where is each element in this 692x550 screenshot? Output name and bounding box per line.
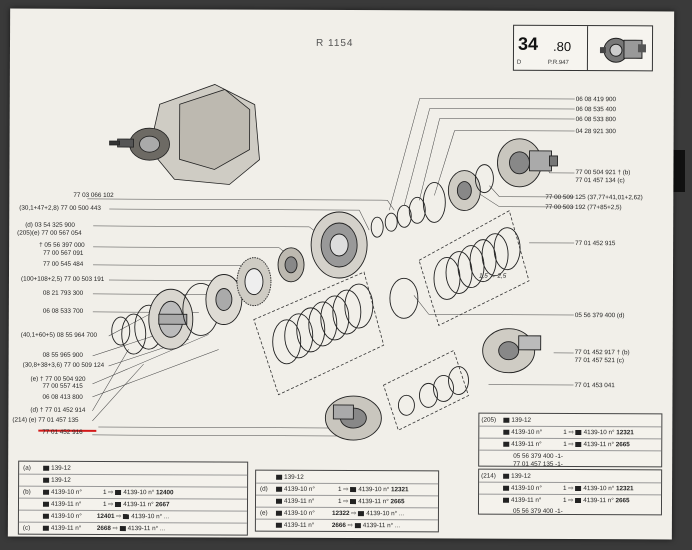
- part-number-label: (40,1+60+5) 08 55 964 700: [20, 331, 98, 339]
- part-number-label: 04 28 921 300: [575, 128, 616, 136]
- page-number-box: 34 .80 D P.R.947: [512, 24, 654, 72]
- part-number-label: 06 08 535 400: [575, 106, 617, 114]
- part-number-label: 06 08 533 800: [575, 116, 616, 124]
- gearbox-thumbnail: [599, 37, 647, 63]
- part-number-label: (205)(e) 77 00 567 054: [17, 229, 82, 237]
- part-number-label: 77 00 504 921 † (b): [575, 169, 631, 177]
- part-number-label: 77 01 452 915: [575, 240, 616, 248]
- part-number-label: (d) † 77 01 452 914: [30, 406, 86, 414]
- serial-table-205: (205) 139-12 4139-10 n° 1 ⇨ 4139-10 n° 1…: [478, 412, 663, 468]
- part-number-label: 77 00 503 192 (77+85+2,5): [545, 203, 622, 212]
- part-number-label: 08 55 965 900: [42, 351, 83, 359]
- thickness-dimension: 1,5 → 2,5: [478, 272, 507, 280]
- highlighted-part-number: (214) (e) 77 01 457 135: [12, 416, 79, 424]
- part-number-label: 77 01 452 916: [42, 428, 83, 436]
- part-number-label: (30,1+47+2,8) 77 00 500 443: [19, 204, 101, 212]
- part-number-label: (100+108+2,5) 77 00 503 191: [20, 275, 105, 283]
- part-number-label: 77 00 567 091: [43, 249, 84, 257]
- part-number-label: 77 01 453 041: [574, 382, 615, 390]
- part-number-label: 77 00 545 484: [43, 260, 84, 268]
- part-number-label: (30,8+38+3,6) 77 00 509 124: [22, 361, 105, 369]
- part-number-label: (d) 03 54 325 900: [25, 221, 75, 229]
- part-number-label: 77 01 452 917 † (b): [574, 349, 630, 357]
- part-number-label: † 05 56 397 000: [39, 241, 85, 249]
- exploded-parts-drawing: [87, 84, 575, 441]
- part-number-label: 05 56 379 400 (d): [574, 312, 625, 320]
- catalog-page: R 1154 34 .80 D P.R.947: [7, 8, 675, 540]
- serial-table-left: (a) 139-12 139-12 (b) 4139-10 n° 1 ⇨ 413…: [17, 460, 249, 536]
- part-number-label: 77 00 509 125 (37,77+41,01+2,62): [545, 193, 643, 202]
- part-number-label: 77 01 457 134 (c): [575, 177, 625, 185]
- part-number-label: 06 08 413 800: [42, 393, 83, 401]
- black-page-tab: [671, 150, 685, 192]
- serial-table-214: (214) 139-12 4139-10 n° 1 ⇨ 4139-10 n° 1…: [477, 468, 663, 516]
- part-number-label: 77 00 557 415: [42, 382, 83, 390]
- part-number-label: 06 08 419 900: [575, 96, 617, 104]
- part-number-label: 06 08 533 700: [42, 307, 84, 315]
- part-number-label: 77 03 066 102: [73, 191, 114, 200]
- transmission-illustration: [109, 84, 260, 185]
- part-number-label: 77 01 457 521 (c): [574, 357, 625, 365]
- part-number-label: 08 21 793 300: [42, 289, 84, 297]
- serial-table-middle: 139-12 (d) 4139-10 n° 1 ⇨ 4139-10 n° 123…: [254, 469, 440, 533]
